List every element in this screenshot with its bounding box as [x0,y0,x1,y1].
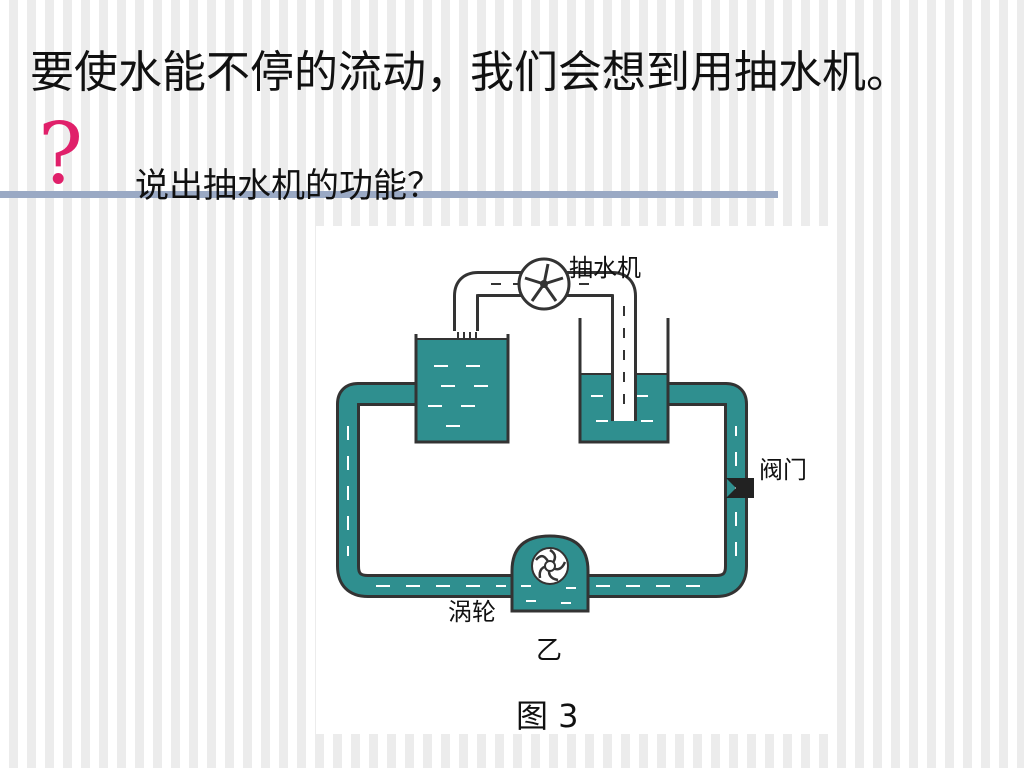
pump-impeller-icon [517,257,571,311]
slide-title: 要使水能不停的流动，我们会想到用抽水机。 [30,47,910,98]
question-mark-icon: ? [38,105,84,203]
left-tank [414,334,510,444]
valve-icon [726,478,754,498]
part-label: 乙 [536,636,563,666]
diagram-drawing [336,257,754,613]
question-text: 说出抽水机的功能？ [135,166,441,206]
turbine-icon [531,547,569,585]
turbine-label: 涡轮 [448,598,496,626]
divider-rule [0,191,778,198]
pump-label: 抽水机 [569,254,641,282]
water-circuit-diagram: 抽水机 阀门 涡轮 乙 图 3 [316,226,837,735]
valve-label: 阀门 [759,456,807,484]
figure-caption: 图 3 [516,697,579,735]
